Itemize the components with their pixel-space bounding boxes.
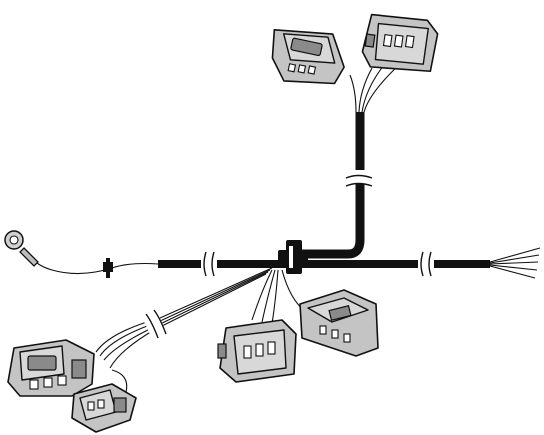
ring-terminal [4,230,39,267]
main-trunk-cable [158,112,490,268]
junction-clip [278,240,308,274]
top-connector-right [361,13,439,73]
lower-left-connector-small [71,383,137,433]
top-branch-wires [349,63,401,113]
top-connector-left [271,29,345,85]
loose-wire-ends [489,247,541,279]
lower-middle-branch-wires [251,269,307,325]
wire-clip-left [103,258,113,278]
ring-terminal-branch [4,230,159,278]
lower-middle-connector-front [217,319,297,383]
lower-left-branch-wires [95,267,273,393]
lower-middle-connector-rear [299,289,379,357]
lower-left-connector-large [7,339,95,397]
cable-break-marks [201,170,434,277]
